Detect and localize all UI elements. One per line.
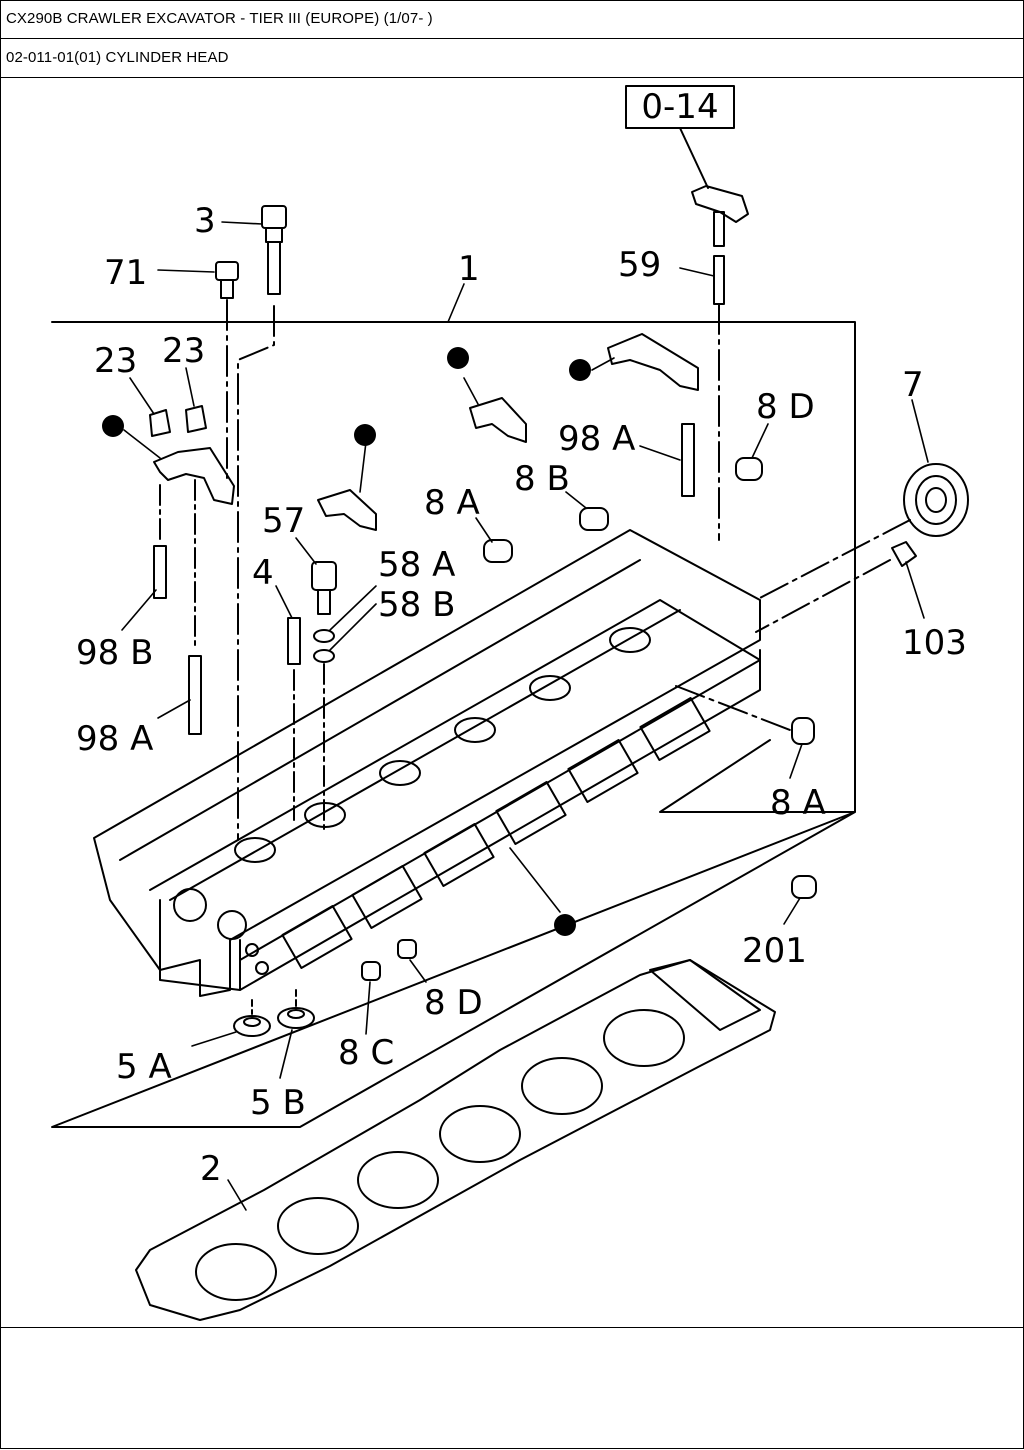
bearing-cap-right — [607, 333, 699, 391]
part-71-bolt — [215, 261, 239, 481]
intake-ports — [281, 697, 711, 969]
callout-8d-bottom: 8 D — [424, 983, 483, 1023]
part-8c-plug — [361, 961, 381, 981]
reference-box-label: 0-14 — [641, 87, 718, 127]
bullet-dots — [102, 347, 591, 936]
part-8b-plug — [579, 507, 609, 531]
bearing-cap-upper — [469, 397, 527, 443]
part-2-head-gasket — [135, 959, 776, 1321]
callout-201: 201 — [742, 931, 807, 971]
callout-1: 1 — [458, 249, 480, 289]
part-8a-plug-top — [483, 539, 513, 563]
part-8a-plug-right — [791, 717, 815, 745]
part-103-bolt — [891, 541, 917, 567]
part-23-nuts-and-cap — [149, 405, 235, 651]
callout-58b: 58 B — [378, 585, 455, 625]
valve-seat-clusters — [234, 627, 651, 863]
callout-8a-right: 8 A — [770, 783, 826, 823]
cylinder-head-exploded-diagram: 0-14 — [51, 85, 969, 1321]
part-58b-ring — [313, 649, 335, 663]
part-8d-plug-top — [735, 457, 763, 481]
callout-98a-left: 98 A — [76, 719, 153, 759]
part-5b-seal — [277, 1007, 315, 1029]
callout-7: 7 — [902, 365, 924, 405]
callout-23-right: 23 — [162, 331, 205, 371]
callout-leaders — [121, 221, 929, 1211]
part-5a-seal — [233, 1015, 271, 1037]
callout-59: 59 — [618, 245, 661, 285]
part-7-seal — [903, 463, 969, 537]
part-98b-stud — [153, 545, 167, 599]
callout-5b: 5 B — [250, 1083, 306, 1123]
callout-5a: 5 A — [116, 1047, 172, 1087]
part-4-pin — [287, 617, 301, 665]
footer-area — [0, 1327, 1024, 1450]
part-59-pushrod — [691, 185, 749, 541]
part-8d-plug-bottom — [397, 939, 417, 959]
assembly-bracket — [51, 321, 856, 1128]
callout-4: 4 — [252, 553, 274, 593]
callout-98a-right: 98 A — [558, 419, 635, 459]
part-98a-stud-left — [188, 655, 202, 735]
callout-8a-top: 8 A — [424, 483, 480, 523]
part-98a-stud-right — [681, 423, 695, 497]
callout-23-left: 23 — [94, 341, 137, 381]
callout-8d-top: 8 D — [756, 387, 815, 427]
model-title: CX290B CRAWLER EXCAVATOR - TIER III (EUR… — [6, 10, 433, 27]
callout-8c: 8 C — [338, 1033, 394, 1073]
header-title-row: CX290B CRAWLER EXCAVATOR - TIER III (EUR… — [0, 0, 1024, 39]
part-201-seal — [791, 875, 817, 899]
callout-57: 57 — [262, 501, 305, 541]
callout-2: 2 — [200, 1149, 222, 1189]
bearing-cap-center — [317, 489, 377, 531]
callout-71: 71 — [104, 253, 147, 293]
part-58a-ring — [313, 629, 335, 643]
part-3-bolt — [237, 205, 287, 841]
callout-103: 103 — [902, 623, 967, 663]
section-title: 02-011-01(01) CYLINDER HEAD — [6, 49, 229, 66]
callout-3: 3 — [194, 201, 216, 241]
callout-58a: 58 A — [378, 545, 455, 585]
part-57-valve — [311, 561, 337, 615]
header-section-row: 02-011-01(01) CYLINDER HEAD — [0, 39, 1024, 78]
callout-98b: 98 B — [76, 633, 153, 673]
callout-8b: 8 B — [514, 459, 570, 499]
